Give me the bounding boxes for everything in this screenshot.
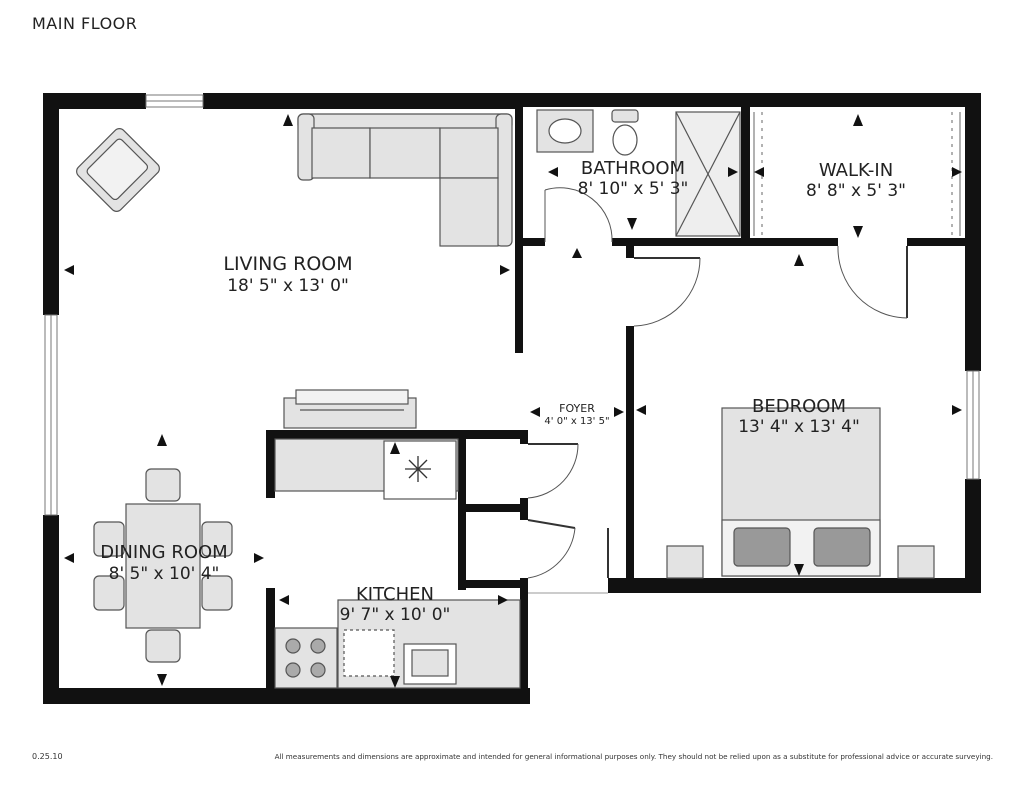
kitchen-name: KITCHEN: [356, 584, 434, 605]
nightstands: [666, 545, 935, 579]
bathroom-dimensions: 8' 10" x 5' 3": [578, 179, 689, 199]
walkin-name: WALK-IN: [819, 160, 893, 181]
walls: [43, 93, 981, 704]
dining-room-dimensions: 8' 5" x 10' 4": [109, 564, 220, 584]
dining-set: [93, 468, 233, 663]
bed: [721, 407, 881, 577]
kitchen-fixtures: [274, 438, 521, 689]
foyer-dimensions: 4' 0" x 13' 5": [544, 416, 609, 427]
version-label: 0.25.10: [32, 752, 63, 761]
bathroom-name: BATHROOM: [581, 158, 685, 179]
dining-room-name: DINING ROOM: [100, 542, 227, 563]
windows: [44, 94, 980, 516]
walkin-dimensions: 8' 8" x 5' 3": [806, 181, 906, 201]
tv-console: [283, 389, 417, 429]
closet-rods: [753, 112, 961, 236]
doors: [527, 187, 908, 579]
armchair: [76, 128, 160, 212]
disclaimer-text: All measurements and dimensions are appr…: [274, 752, 993, 761]
foyer-name: FOYER: [559, 402, 595, 415]
living-room-dimensions: 18' 5" x 13' 0": [227, 276, 349, 296]
sectional-sofa: [297, 113, 513, 247]
bedroom-name: BEDROOM: [752, 396, 846, 417]
dimension-arrows: [64, 114, 962, 688]
fridge-snowflake-icon: [405, 456, 431, 482]
bedroom-dimensions: 13' 4" x 13' 4": [738, 417, 860, 437]
room-labels: LIVING ROOM 18' 5" x 13' 0" BATHROOM 8' …: [100, 158, 906, 625]
kitchen-dimensions: 9' 7" x 10' 0": [340, 605, 451, 625]
living-room-name: LIVING ROOM: [223, 253, 352, 275]
floor-title: MAIN FLOOR: [32, 14, 138, 33]
